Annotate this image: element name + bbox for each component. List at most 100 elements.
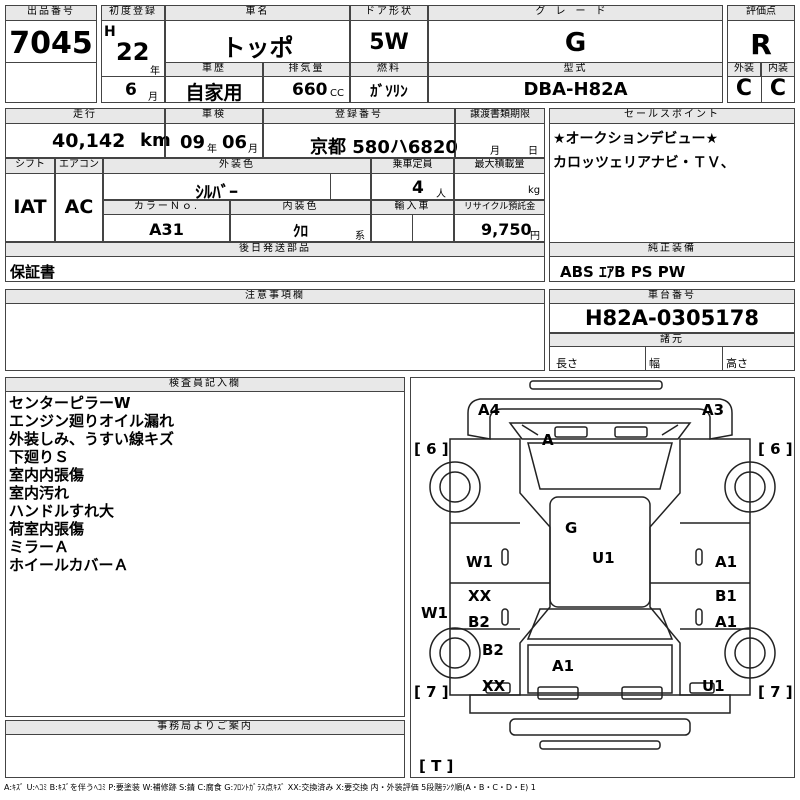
inspector-note: 室内内張傷: [9, 466, 85, 484]
grade-label: グレード: [428, 5, 723, 21]
model-code: DBA-H82A: [523, 79, 628, 100]
registration-month: 6: [125, 80, 137, 100]
spec-length-label: 長さ: [556, 357, 578, 370]
loading-unit: kg: [528, 185, 541, 196]
mark-rear-xx: XX: [482, 677, 506, 695]
tire-rear-left: [ 7 ]: [414, 683, 449, 701]
auction-score: R: [750, 28, 772, 61]
transfer-month-unit: 月: [490, 146, 500, 157]
sales-point-line-1: ★オークションデビュー★: [553, 131, 719, 147]
mark-rear-b2: B2: [482, 641, 504, 659]
later-parts-value: 保証書: [10, 263, 56, 281]
specs-label: 諸元: [549, 333, 795, 347]
color-number-label: カラーＮｏ.: [103, 200, 230, 215]
mark-a3: A3: [702, 401, 724, 419]
exterior-label: 外装: [727, 62, 761, 77]
interior-color-label: 内装色: [230, 200, 371, 215]
mark-left-xx: XX: [468, 587, 492, 605]
mark-far-left-w1: W1: [421, 604, 448, 622]
inspector-note: ミラーＡ: [9, 538, 70, 556]
inspector-label: 検査員記入欄: [5, 377, 405, 392]
damage-legend: A:ｷｽﾞ U:ﾍｺﾐ B:ｷｽﾞを伴うﾍｺﾐ P:要塗装 W:補修跡 S:錆 …: [4, 783, 536, 792]
displacement-unit: CC: [330, 88, 344, 99]
grade: G: [564, 28, 587, 58]
color-number: A31: [149, 220, 184, 239]
inspector-note: 荷室内張傷: [9, 520, 85, 538]
car-name: トッポ: [221, 34, 294, 62]
office-label: 事務局よりご案内: [5, 720, 405, 735]
capacity-label: 乗車定員: [371, 158, 454, 174]
inspector-note: 外装しみ、うすい線キズ: [9, 430, 175, 448]
sales-point-label: セールスポイント: [549, 108, 795, 124]
air-conditioning: AC: [64, 196, 94, 218]
sales-point-line-2: カロッツェリアナビ・ＴＶ、: [553, 155, 735, 171]
inspection-month: 06: [222, 132, 248, 153]
fuel-type: ｶﾞｿﾘﾝ: [370, 82, 408, 100]
month-unit: 月: [148, 92, 158, 103]
seating-capacity: 4: [412, 178, 424, 198]
loading-label: 最大積載量: [454, 158, 545, 174]
score-label: 評価点: [727, 5, 795, 21]
inspection-year-unit: 年: [207, 144, 217, 155]
mark-right-a1-mid: A1: [715, 613, 737, 631]
car-damage-diagram: A4 A3 A G U1 W1 XX B2 W1 B2 A1 XX A1 B1 …: [410, 377, 795, 778]
inspector-note: センターピラーW: [9, 394, 131, 412]
later-parts-label: 後日発送部品: [5, 242, 545, 257]
exterior-color: ｼﾙﾊﾞｰ: [195, 183, 238, 203]
vehicle-history: 自家用: [185, 82, 243, 104]
spec-height-label: 高さ: [726, 357, 748, 370]
model-label: 型式: [428, 62, 723, 77]
exterior-grade: C: [735, 76, 753, 101]
recycle-label: リサイクル預託金: [454, 200, 545, 215]
era: H: [104, 24, 116, 40]
chassis-number: H82A-0305178: [584, 306, 760, 330]
tire-front-right: [ 6 ]: [758, 440, 793, 458]
inspector-notes: センターピラーW エンジン廻りオイル漏れ 外装しみ、うすい線キズ 下廻りＳ 室内…: [9, 394, 174, 574]
mark-left-w1: W1: [466, 553, 493, 571]
registration-year: 22: [116, 38, 150, 66]
mark-rear-a1: A1: [552, 657, 574, 675]
caution-label: 注意事項欄: [5, 289, 545, 304]
chassis-label: 車台番号: [549, 289, 795, 304]
first-registration-label: 初度登録: [101, 5, 165, 21]
color-label: 外装色: [103, 158, 371, 174]
car-name-label: 車名: [165, 5, 350, 21]
inspection-label: 車検: [165, 108, 263, 124]
capacity-unit: 人: [436, 189, 446, 200]
displacement: 660: [292, 80, 328, 100]
displacement-label: 排気量: [263, 62, 350, 77]
equipment-label: 純正装備: [549, 242, 795, 257]
tire-spare: [ T ]: [419, 757, 453, 775]
inspection-year: 09: [180, 132, 206, 153]
mileage: 40,142: [52, 130, 126, 152]
lot-number: 7045: [9, 26, 93, 61]
lot-number-label: 出品番号: [5, 5, 97, 21]
import-label: 輸入車: [371, 200, 454, 215]
inspection-month-unit: 月: [248, 144, 258, 155]
door-label: ドア形状: [350, 5, 428, 21]
mark-a4: A4: [478, 401, 500, 419]
inspector-note: エンジン廻りオイル漏れ: [9, 412, 175, 430]
door-type: 5W: [369, 30, 409, 55]
history-label: 車歴: [165, 62, 263, 77]
year-unit: 年: [150, 66, 160, 77]
spec-width-label: 幅: [649, 357, 660, 370]
interior-grade: C: [769, 76, 787, 101]
transfer-deadline-label: 譲渡書類期限: [455, 108, 545, 124]
equipment-value: ABS ｴｱB PS PW: [560, 263, 686, 281]
inspector-note: 下廻りＳ: [9, 448, 70, 466]
inspector-note: ホイールカバーＡ: [9, 556, 129, 574]
mark-rear-u1: U1: [702, 677, 725, 695]
fuel-label: 燃料: [350, 62, 428, 77]
recycle-deposit: 9,750: [481, 220, 532, 239]
registration-plate: 京都 580ハ6820: [310, 137, 458, 158]
mark-right-a1-top: A1: [715, 553, 737, 571]
mark-right-b1: B1: [715, 587, 737, 605]
inspector-note: ハンドルすれ大: [9, 502, 115, 520]
tire-front-left: [ 6 ]: [414, 440, 449, 458]
mileage-label: 走行: [5, 108, 165, 124]
mileage-unit: km: [140, 130, 171, 151]
inspector-note: 室内汚れ: [9, 484, 70, 502]
mark-roof-u1: U1: [592, 549, 615, 567]
interior-label: 内装: [761, 62, 795, 77]
